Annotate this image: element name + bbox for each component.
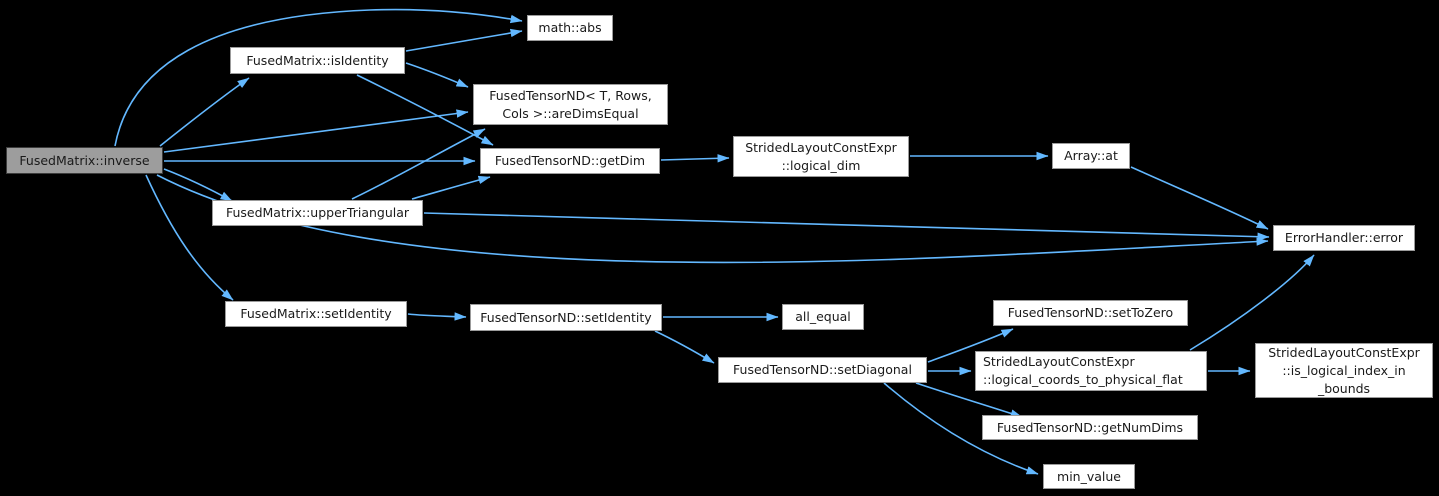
node-math-abs[interactable]: math::abs [527, 15, 613, 41]
edge-fusedtensornd-setidentity-to-fusedtensornd-setdiagonal [654, 330, 715, 364]
edge-fusedmatrix-isidentity-to-math-abs [405, 28, 523, 52]
node-label: StridedLayoutConstExpr ::is_logical_inde… [1268, 344, 1420, 396]
edge-stridedlayout-logical-coords-to-physical-flat-to-errorhandler-error [1189, 254, 1315, 351]
node-fusedmatrix-setidentity[interactable]: FusedMatrix::setIdentity [225, 301, 407, 327]
node-label: FusedTensorND::setIdentity [480, 309, 652, 325]
node-label: StridedLayoutConstExpr ::logical_coords_… [983, 354, 1183, 387]
edge-fusedtensornd-setdiagonal-to-fusedtensornd-settozero [927, 328, 1014, 363]
edge-fusedmatrix-uppertriangular-to-fusedtensornd-getdim [411, 175, 491, 200]
node-fusedtensornd-setidentity[interactable]: FusedTensorND::setIdentity [470, 304, 662, 331]
edge-fusedmatrix-inverse-to-math-abs [114, 8, 523, 147]
node-label: StridedLayoutConstExpr ::logical_dim [745, 139, 897, 173]
node-stridedlayout-is-logical-index-in-bounds[interactable]: StridedLayoutConstExpr ::is_logical_inde… [1255, 343, 1433, 398]
edge-fusedmatrix-isidentity-to-fusedtensornd-aredimsequal [405, 62, 469, 88]
node-fusedmatrix-isidentity[interactable]: FusedMatrix::isIdentity [230, 47, 405, 74]
node-label: FusedMatrix::inverse [19, 152, 150, 168]
edge-fusedtensornd-setdiagonal-to-fusedtensornd-getnumdims [915, 382, 1023, 418]
node-label: FusedTensorND::setDiagonal [733, 362, 912, 377]
node-label: Array::at [1064, 148, 1118, 163]
edge-fusedmatrix-inverse-to-fusedmatrix-isidentity [159, 77, 250, 147]
node-label: FusedMatrix::isIdentity [246, 52, 389, 68]
node-errorhandler-error[interactable]: ErrorHandler::error [1273, 225, 1415, 251]
node-min-value[interactable]: min_value [1043, 464, 1135, 489]
node-fusedtensornd-setdiagonal[interactable]: FusedTensorND::setDiagonal [718, 357, 927, 383]
node-stridedlayout-logical-coords-to-physical-flat[interactable]: StridedLayoutConstExpr ::logical_coords_… [975, 351, 1207, 391]
node-label: ErrorHandler::error [1284, 230, 1404, 245]
node-fusedtensornd-getdim[interactable]: FusedTensorND::getDim [480, 148, 660, 174]
edge-fusedmatrix-inverse-to-fusedtensornd-aredimsequal [163, 109, 469, 153]
node-label: FusedTensorND::setToZero [1007, 305, 1174, 320]
edge-fusedtensornd-setdiagonal-to-min-value [883, 382, 1039, 475]
edge-fusedmatrix-inverse-to-fusedmatrix-setidentity [145, 174, 234, 301]
node-label: FusedTensorND< T, Rows, Cols >::areDimsE… [489, 87, 652, 121]
node-label: FusedMatrix::upperTriangular [225, 205, 410, 220]
node-label: all_equal [795, 309, 851, 324]
node-label: FusedTensorND::getNumDims [996, 419, 1184, 435]
edge-fusedmatrix-setidentity-to-fusedtensornd-setidentity [407, 312, 467, 321]
node-fusedmatrix-uppertriangular[interactable]: FusedMatrix::upperTriangular [212, 200, 423, 226]
node-all-equal[interactable]: all_equal [782, 304, 864, 330]
node-fusedtensornd-settozero[interactable]: FusedTensorND::setToZero [993, 300, 1188, 326]
node-label: FusedMatrix::setIdentity [240, 306, 392, 321]
node-fusedtensornd-aredimsequal[interactable]: FusedTensorND< T, Rows, Cols >::areDimsE… [473, 84, 668, 125]
edge-fusedmatrix-inverse-to-fusedmatrix-uppertriangular [163, 168, 233, 202]
node-label: min_value [1057, 468, 1121, 484]
node-label: math::abs [538, 20, 602, 35]
node-stridedlayout-logical-dim[interactable]: StridedLayoutConstExpr ::logical_dim [733, 136, 909, 177]
node-fusedmatrix-inverse[interactable]: FusedMatrix::inverse [6, 147, 163, 174]
edge-array-at-to-errorhandler-error [1130, 166, 1269, 230]
node-array-at[interactable]: Array::at [1052, 143, 1130, 169]
edge-fusedtensornd-getdim-to-stridedlayout-logical-dim [660, 154, 730, 163]
edge-fusedmatrix-uppertriangular-to-fusedtensornd-aredimsequal [351, 128, 486, 200]
node-label: FusedTensorND::getDim [494, 153, 646, 168]
edge-fusedmatrix-uppertriangular-to-errorhandler-error [423, 212, 1270, 241]
node-fusedtensornd-getnumdims[interactable]: FusedTensorND::getNumDims [982, 415, 1198, 440]
